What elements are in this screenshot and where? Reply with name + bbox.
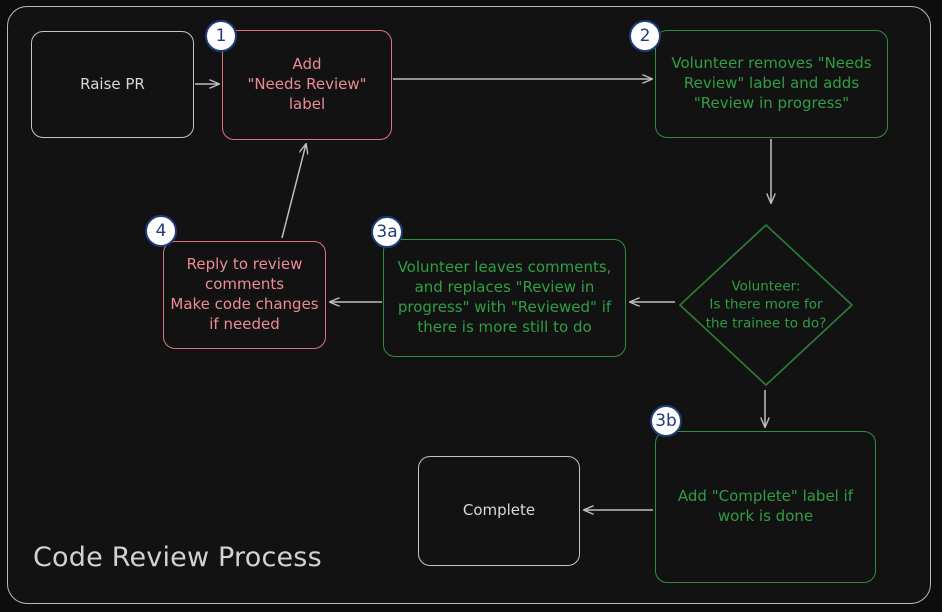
node-decision-line-1: Volunteer: [731, 278, 801, 295]
node-volunteer-removes-label[interactable]: Volunteer removes "Needs Review" label a… [655, 30, 888, 138]
node-raise-pr-label: Raise PR [80, 74, 145, 93]
diamond-shape [679, 224, 853, 386]
node-add-needs-review-label-text: Add "Needs Review" label [223, 55, 391, 114]
node-add-complete-line-2: work is done [717, 507, 814, 525]
node-volunteer-leaves-line-4: there is more still to do [417, 317, 592, 336]
node-volunteer-removes-text: Volunteer removes "Needs Review" label a… [656, 54, 887, 113]
node-decision-line-3: the trainee to do? [705, 315, 827, 332]
node-add-complete-label[interactable]: Add "Complete" label if work is done [655, 431, 876, 583]
node-volunteer-removes-line-1: Volunteer removes "Needs [671, 54, 872, 73]
node-volunteer-leaves-line-2: and replaces "Review in [414, 278, 595, 297]
node-complete-label: Complete [462, 501, 536, 520]
step-badge-3a[interactable]: 3a [371, 216, 403, 248]
node-reply-review-line-3: Make code changes [170, 295, 319, 313]
node-reply-review-line-4: if needed [209, 314, 280, 333]
node-raise-pr[interactable]: Raise PR [31, 31, 194, 138]
node-volunteer-leaves-comments[interactable]: Volunteer leaves comments, and replaces … [383, 239, 626, 357]
node-reply-review-line-1: Reply to review [186, 255, 303, 274]
node-volunteer-removes-line-3: "Review in progress" [693, 93, 850, 112]
step-badge-1[interactable]: 1 [205, 20, 237, 52]
node-decision-text: Volunteer: Is there more for the trainee… [676, 277, 856, 332]
node-volunteer-leaves-line-3: progress" with "Reviewed" if [397, 298, 612, 316]
node-reply-to-review-comments[interactable]: Reply to review comments Make code chang… [163, 241, 326, 349]
node-volunteer-leaves-text: Volunteer leaves comments, and replaces … [384, 258, 625, 337]
node-add-complete-line-1: Add "Complete" label if [677, 487, 854, 506]
node-add-label-line-1: Add [292, 55, 322, 74]
node-volunteer-leaves-line-1: Volunteer leaves comments, [397, 258, 612, 277]
step-badge-4[interactable]: 4 [145, 215, 177, 247]
node-complete[interactable]: Complete [418, 456, 580, 566]
node-add-complete-text: Add "Complete" label if work is done [656, 487, 875, 527]
node-decision-more-work[interactable]: Volunteer: Is there more for the trainee… [676, 221, 856, 389]
node-reply-review-line-2: comments [204, 275, 285, 294]
node-volunteer-removes-line-2: Review" label and adds [683, 74, 860, 93]
node-add-needs-review-label[interactable]: Add "Needs Review" label [222, 30, 392, 140]
node-reply-review-text: Reply to review comments Make code chang… [164, 255, 325, 334]
node-add-label-line-3: label [288, 94, 326, 113]
diagram-title: Code Review Process [33, 542, 322, 573]
node-add-label-line-2: "Needs Review" [247, 75, 367, 94]
node-decision-line-2: Is there more for [709, 296, 823, 313]
step-badge-3b[interactable]: 3b [650, 405, 682, 437]
step-badge-2[interactable]: 2 [629, 20, 661, 52]
